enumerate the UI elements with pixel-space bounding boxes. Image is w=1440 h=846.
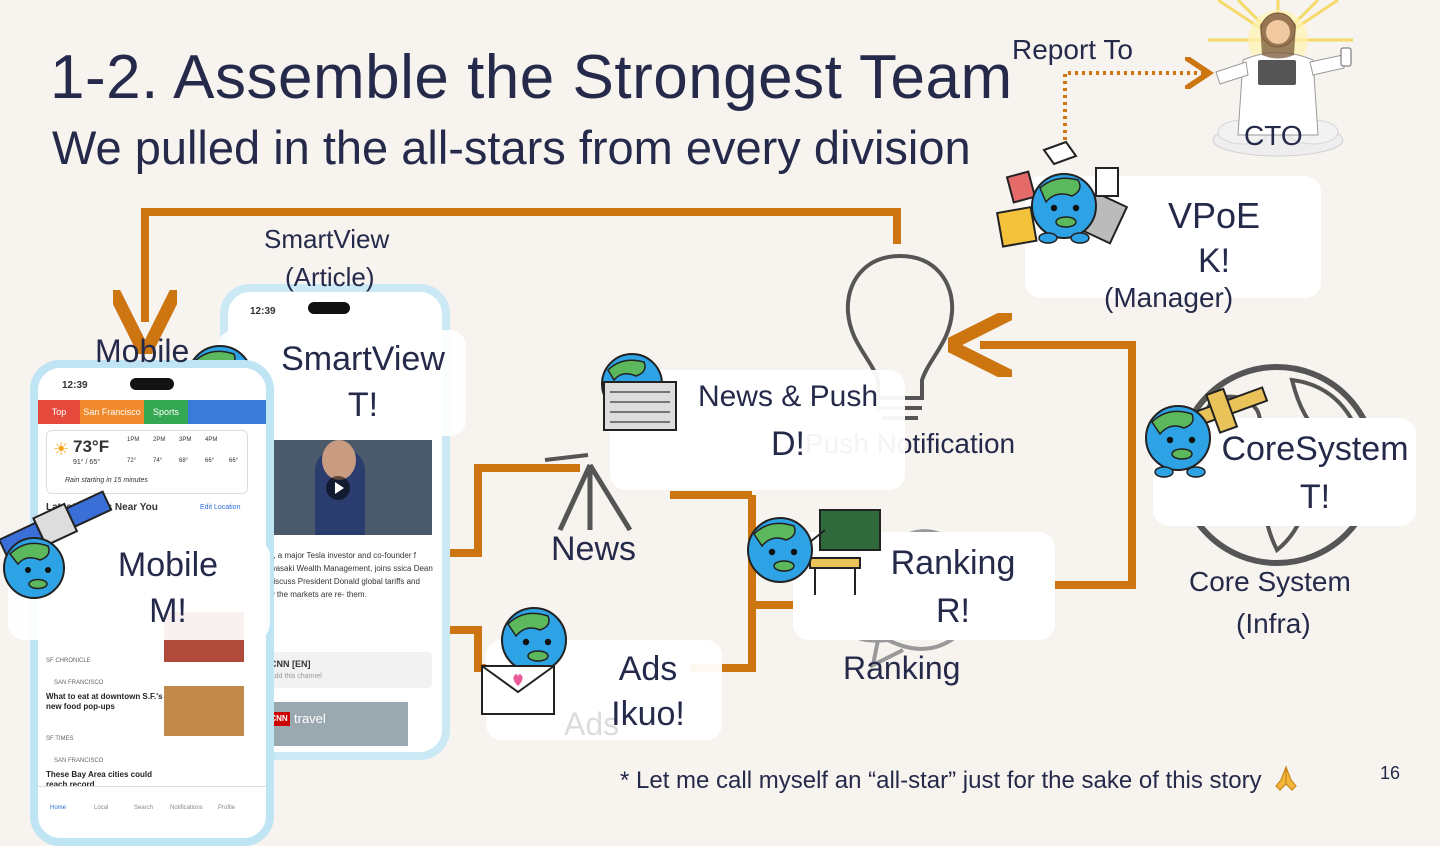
coresystem-division-line1: Core System <box>1189 566 1351 597</box>
coresystem-name: T! <box>1299 478 1331 516</box>
coresystem-role: CoreSystem <box>1221 430 1409 468</box>
page-number: 16 <box>1380 763 1401 783</box>
hour-temp: 68° <box>179 458 189 464</box>
channel-note: Add this channel <box>270 673 322 680</box>
slide-title: 1-2. Assemble the Strongest Team <box>50 43 1013 112</box>
mobile-character-icon <box>0 490 113 599</box>
ads-name: Ikuo! <box>611 695 685 733</box>
news-division-label: News <box>551 530 637 568</box>
hour-temp: 74° <box>153 458 163 464</box>
ranking-role: Ranking <box>890 544 1016 582</box>
smartview-role: SmartView <box>281 340 445 378</box>
category-tabs: Top San Francisco Sports <box>38 400 266 424</box>
coresystem-division-line2: (Infra) <box>1236 608 1311 639</box>
vpoe-note: (Manager) <box>1104 282 1234 313</box>
cnn-travel-label: travel <box>294 711 326 726</box>
tab-top[interactable]: Top <box>38 400 80 424</box>
edit-location-link[interactable]: Edit Location <box>200 504 241 511</box>
hour-label: 1PM <box>127 437 140 443</box>
mobile-phone-time: 12:39 <box>62 380 88 391</box>
slide-subtitle: We pulled in the all-stars from every di… <box>52 121 971 174</box>
vpoe-name: K! <box>1197 242 1231 280</box>
weather-widget[interactable]: ☀ 73°F 91° / 65° 1PM 2PM 3PM 4PM 72° 74°… <box>46 430 248 494</box>
news-role: News & Push <box>697 380 879 413</box>
coresystem-character-icon <box>1145 386 1269 478</box>
satellite-dish-icon <box>544 453 633 532</box>
mobile-division-label: Mobile <box>95 333 190 369</box>
article-phone-time: 12:39 <box>250 306 276 317</box>
mobile-name: M! <box>149 592 187 630</box>
footnote: * Let me call myself an “all-star” just … <box>620 764 1300 795</box>
news-name: D! <box>771 425 805 463</box>
ranking-division-label: Ranking <box>843 650 961 686</box>
cto-figure-icon <box>1208 0 1353 157</box>
play-icon[interactable] <box>326 476 350 500</box>
news-character-icon <box>601 353 677 431</box>
mobile-role: Mobile <box>117 546 219 584</box>
pray-hands-icon <box>1272 764 1300 791</box>
hour-temp: 66° <box>205 458 215 464</box>
core-to-bulb-arrow <box>980 345 1136 465</box>
weather-temp: 73°F <box>73 437 110 456</box>
article-video-thumbnail <box>260 440 432 535</box>
connector-arrows <box>0 0 1440 672</box>
hour-label: 2PM <box>153 437 166 443</box>
tab-san-francisco[interactable]: San Francisco <box>80 400 144 424</box>
smartview-name: T! <box>347 386 379 424</box>
story-source: SF TIMES <box>46 736 74 742</box>
report-to-label: Report To <box>1012 34 1133 65</box>
hour-temp: 72° <box>127 458 137 464</box>
story-source: SF CHRONICLE <box>46 658 91 664</box>
ads-character-icon <box>481 607 567 715</box>
report-to-arrow <box>1063 73 1205 140</box>
channel-name: CNN [EN] <box>270 659 311 669</box>
cto-label: CTO <box>1244 120 1303 151</box>
smartview-division-line1: SmartView <box>264 224 390 254</box>
ads-division-label: Ads <box>564 706 620 742</box>
story-thumbnail <box>164 686 244 736</box>
article-body-text: ther, a major Tesla investor and co-foun… <box>260 551 433 599</box>
ads-role: Ads <box>618 650 678 688</box>
vpoe-role: VPoE <box>1167 195 1261 236</box>
story-location: SAN FRANCISCO <box>54 680 104 686</box>
story-title[interactable]: What to eat at downtown S.F.'s new food … <box>46 692 163 711</box>
ranking-character-icon <box>747 509 881 595</box>
cnn-travel-thumbnail: CNN travel <box>262 702 408 746</box>
sun-icon: ☀ <box>53 439 70 459</box>
bottom-nav: Home Local Search Notifications Profile <box>38 786 266 831</box>
story-location: SAN FRANCISCO <box>54 758 104 764</box>
nav-home[interactable]: Home <box>50 805 67 811</box>
story-title[interactable]: These Bay Area cities could reach record <box>46 770 152 789</box>
nav-notifications[interactable]: Notifications <box>170 805 203 811</box>
rain-note: Rain starting in 15 minutes <box>65 477 148 484</box>
dynamic-island <box>308 302 350 314</box>
footnote-text: * Let me call myself an “all-star” just … <box>620 767 1262 794</box>
nav-search[interactable]: Search <box>134 805 154 811</box>
hour-temp: 66° <box>229 458 239 464</box>
channel-row[interactable]: CNN [EN] Add this channel <box>260 652 432 688</box>
ranking-name: R! <box>936 592 970 630</box>
hour-label: 3PM <box>179 437 192 443</box>
loop-arrow <box>145 208 901 322</box>
weather-hi-lo: 91° / 65° <box>73 459 101 466</box>
hour-label: 4PM <box>205 437 218 443</box>
manager-character-icon <box>996 140 1129 248</box>
smartview-division-line2: (Article) <box>285 262 375 292</box>
nav-local[interactable]: Local <box>94 805 109 811</box>
nav-profile[interactable]: Profile <box>218 805 236 811</box>
tab-sports[interactable]: Sports <box>144 400 188 424</box>
